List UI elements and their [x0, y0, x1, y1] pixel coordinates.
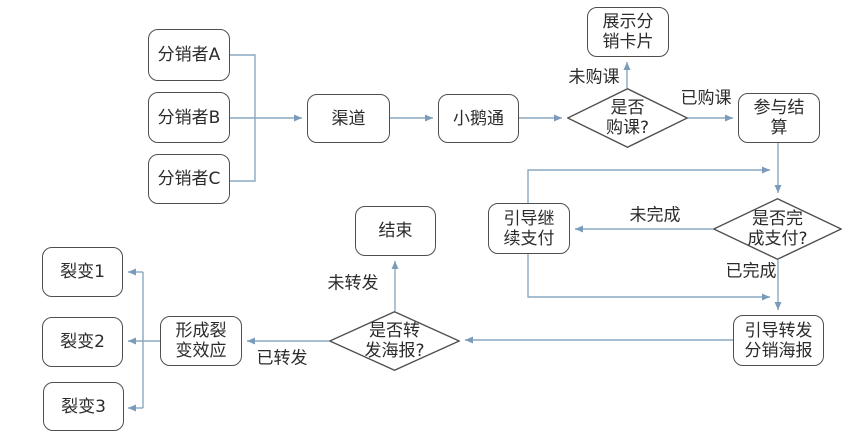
- diamond-shape: [329, 311, 460, 371]
- node-guide-forward-poster: 引导转发 分销海报: [733, 315, 824, 366]
- node-show-distribution-card: 展示分 销卡片: [587, 7, 669, 57]
- node-distributor-c: 分销者C: [148, 154, 230, 204]
- node-payment-decision-label: 是否完 成支付?: [747, 209, 808, 249]
- node-distributor-c-label: 分销者C: [157, 169, 221, 189]
- node-fission-2: 裂变2: [42, 317, 123, 367]
- node-purchase-decision: 是否 购课?: [567, 88, 688, 148]
- edge-label-not-completed: 未完成: [629, 205, 681, 226]
- node-guide-forward-poster-label: 引导转发 分销海报: [744, 320, 813, 361]
- node-fission-1-label: 裂变1: [60, 262, 105, 282]
- edge-guidepay-join-bottom: [527, 254, 770, 301]
- node-show-distribution-card-label: 展示分 销卡片: [602, 12, 654, 52]
- node-fission-3: 裂变3: [43, 382, 124, 431]
- diamond-shape: [567, 88, 688, 148]
- node-fission-3-label: 裂变3: [61, 396, 106, 417]
- diamond-shape: [713, 198, 842, 260]
- node-channel-label: 渠道: [331, 108, 366, 129]
- node-join-settlement: 参与结 算: [738, 93, 820, 143]
- edge-label-completed: 已完成: [725, 261, 777, 282]
- node-forward-decision-label: 是否转 发海报?: [364, 321, 425, 361]
- node-xiaoetong-label: 小鹅通: [453, 108, 504, 129]
- node-fission-1: 裂变1: [42, 247, 123, 297]
- node-fission-effect-label: 形成裂 变效应: [175, 321, 227, 361]
- node-distributor-b-label: 分销者B: [157, 107, 221, 128]
- node-end: 结束: [355, 206, 436, 256]
- edge-label-forwarded: 已转发: [256, 348, 308, 369]
- node-forward-decision: 是否转 发海报?: [329, 311, 460, 371]
- node-end-label: 结束: [378, 221, 413, 241]
- edge-label-not-forwarded: 未转发: [327, 273, 379, 294]
- node-fission-effect: 形成裂 变效应: [160, 316, 242, 366]
- node-fission-2-label: 裂变2: [60, 332, 105, 352]
- node-xiaoetong: 小鹅通: [438, 94, 519, 143]
- node-guide-continue-payment-label: 引导继 续支付: [503, 208, 555, 249]
- node-guide-continue-payment: 引导继 续支付: [488, 203, 570, 254]
- edge-guidepay-loop-top: [527, 166, 770, 203]
- node-join-settlement-label: 参与结 算: [753, 98, 805, 138]
- node-distributor-a-label: 分销者A: [157, 45, 221, 65]
- edge-label-not-purchased: 未购课: [568, 67, 620, 88]
- edge-label-purchased: 已购课: [680, 88, 732, 109]
- node-purchase-decision-label: 是否 购课?: [605, 98, 650, 138]
- node-distributor-a: 分销者A: [148, 29, 230, 81]
- node-payment-decision: 是否完 成支付?: [713, 198, 842, 260]
- node-distributor-b: 分销者B: [148, 92, 230, 143]
- node-channel: 渠道: [307, 94, 390, 143]
